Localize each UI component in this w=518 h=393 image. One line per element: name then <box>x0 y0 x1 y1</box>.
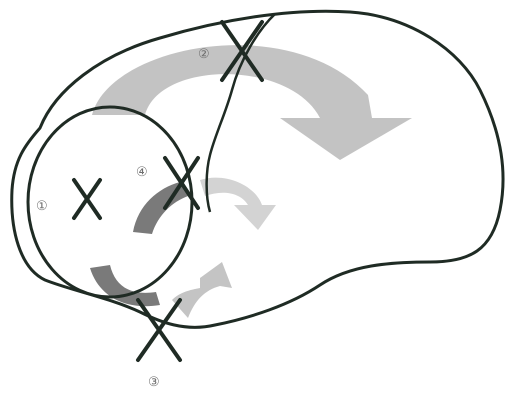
label-region-1: ① <box>36 199 48 214</box>
label-region-4: ④ <box>136 165 148 180</box>
inner-dark-arrow <box>133 182 188 234</box>
upward-arrow <box>172 262 232 318</box>
label-region-3: ③ <box>148 375 160 390</box>
small-right-arrow <box>200 178 276 230</box>
lesion-mark-1 <box>74 180 100 218</box>
lesion-mark-4 <box>165 158 198 208</box>
label-region-2: ② <box>198 47 210 62</box>
lesion-mark-3 <box>138 300 180 360</box>
